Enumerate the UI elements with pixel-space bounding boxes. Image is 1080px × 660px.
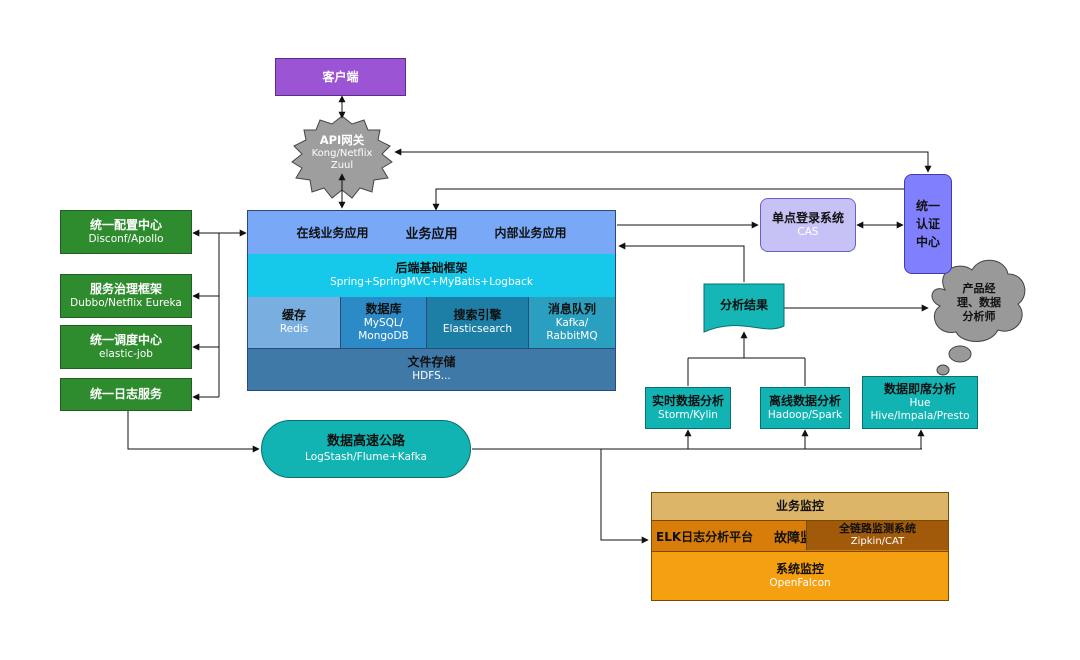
database-title: 数据库 — [365, 301, 402, 316]
analysis-result-label: 分析结果 — [719, 297, 768, 312]
business-monitoring[interactable]: 业务监控 — [652, 493, 948, 521]
business-app[interactable]: 业务应用 — [405, 227, 458, 242]
realtime-analysis-box[interactable]: 实时数据分析 Storm/Kylin — [645, 387, 731, 429]
data-highway-sub: LogStash/Flume+Kafka — [305, 450, 427, 463]
sso-box[interactable]: 单点登录系统 CAS — [760, 198, 856, 252]
config-center-sub: Disconf/Apollo — [88, 232, 164, 245]
search-engine-box[interactable]: 搜索引擎 Elasticsearch — [427, 297, 529, 348]
online-business-app[interactable]: 在线业务应用 — [296, 226, 369, 240]
adhoc-analysis-box[interactable]: 数据即席分析 Hue Hive/Impala/Presto — [862, 376, 978, 429]
adhoc-analysis-sub: Hue Hive/Impala/Presto — [870, 396, 970, 422]
service-governance-title: 服务治理框架 — [89, 281, 162, 296]
search-engine-title: 搜索引擎 — [453, 308, 502, 323]
data-highway-title: 数据高速公路 — [326, 434, 405, 450]
config-center-box[interactable]: 统一配置中心 Disconf/Apollo — [60, 210, 192, 254]
sso-sub: CAS — [797, 225, 819, 238]
system-monitoring[interactable]: 系统监控 OpenFalcon — [652, 552, 948, 600]
client-box[interactable]: 客户端 — [275, 58, 406, 96]
search-engine-sub: Elasticsearch — [442, 323, 513, 336]
backend-framework[interactable]: 后端基础框架 Spring+SpringMVC+MyBatis+Logback — [248, 254, 615, 297]
platform-stack: 在线业务应用 业务应用 内部业务应用 后端基础框架 Spring+SpringM… — [247, 210, 616, 391]
auth-center-label: 统一 认证 中心 — [915, 199, 940, 249]
analysis-result-shape — [703, 283, 785, 333]
log-service-title: 统一日志服务 — [89, 387, 162, 401]
offline-analysis-sub: Hadoop/Spark — [767, 408, 843, 421]
data-highway-box[interactable]: 数据高速公路 LogStash/Flume+Kafka — [261, 420, 471, 478]
file-storage-title: 文件存储 — [407, 355, 456, 370]
scheduler-center-sub: elastic-job — [99, 347, 153, 360]
offline-analysis-title: 离线数据分析 — [768, 393, 841, 408]
message-queue-sub: Kafka/ RabbitMQ — [546, 316, 598, 342]
elk-platform[interactable]: ELK日志分析平台 — [656, 530, 754, 544]
api-gateway-title: API网关 — [319, 133, 365, 148]
api-gateway-line2: Zuul — [330, 160, 354, 172]
scheduler-center-box[interactable]: 统一调度中心 elastic-job — [60, 325, 192, 369]
auth-center-box[interactable]: 统一 认证 中心 — [904, 174, 952, 274]
analyst-cloud: 产品经 理、数据 分析师 — [938, 272, 1020, 334]
database-sub: MySQL/ MongoDB — [358, 316, 409, 342]
fullchain-monitoring-title: 全链路监测系统 — [839, 522, 916, 536]
scheduler-center-title: 统一调度中心 — [89, 332, 162, 347]
monitoring-stack: 业务监控 ELK日志分析平台 故障监控 全链路监测系统 Zipkin/CAT 系… — [651, 492, 949, 601]
log-service-box[interactable]: 统一日志服务 — [60, 378, 192, 411]
database-box[interactable]: 数据库 MySQL/ MongoDB — [341, 297, 427, 348]
service-governance-sub: Dubbo/Netflix Eureka — [70, 296, 182, 309]
application-layer[interactable]: 在线业务应用 业务应用 内部业务应用 — [248, 211, 615, 254]
analyst-cloud-label: 产品经 理、数据 分析师 — [957, 282, 1001, 323]
fullchain-monitoring-sub: Zipkin/CAT — [850, 536, 905, 548]
offline-analysis-box[interactable]: 离线数据分析 Hadoop/Spark — [760, 387, 850, 429]
fault-monitoring-row[interactable]: ELK日志分析平台 故障监控 全链路监测系统 Zipkin/CAT — [652, 521, 948, 552]
fullchain-monitoring-box[interactable]: 全链路监测系统 Zipkin/CAT — [806, 521, 948, 550]
sso-title: 单点登录系统 — [771, 210, 844, 225]
config-center-title: 统一配置中心 — [89, 217, 162, 232]
service-governance-box[interactable]: 服务治理框架 Dubbo/Netflix Eureka — [60, 274, 192, 318]
api-gateway[interactable]: API网关 Kong/Netflix Zuul — [298, 126, 386, 180]
realtime-analysis-sub: Storm/Kylin — [658, 408, 718, 421]
file-storage-box[interactable]: 文件存储 HDFS... — [248, 348, 615, 390]
client-label: 客户端 — [322, 69, 359, 84]
analysis-result[interactable]: 分析结果 — [704, 286, 784, 324]
realtime-analysis-title: 实时数据分析 — [651, 393, 724, 408]
system-monitoring-title: 系统监控 — [775, 561, 824, 576]
system-monitoring-sub: OpenFalcon — [769, 576, 831, 589]
backend-framework-sub: Spring+SpringMVC+MyBatis+Logback — [330, 276, 533, 289]
api-gateway-line1: Kong/Netflix — [311, 147, 373, 159]
internal-business-app[interactable]: 内部业务应用 — [494, 226, 567, 240]
analyst-cloud-shape — [931, 259, 1026, 376]
backend-framework-title: 后端基础框架 — [395, 261, 468, 276]
file-storage-sub: HDFS... — [412, 370, 451, 383]
message-queue-title: 消息队列 — [547, 301, 596, 316]
cache-sub: Redis — [279, 323, 309, 336]
cache-box[interactable]: 缓存 Redis — [248, 297, 341, 348]
message-queue-box[interactable]: 消息队列 Kafka/ RabbitMQ — [529, 297, 615, 348]
cache-title: 缓存 — [281, 308, 306, 323]
business-monitoring-label: 业务监控 — [775, 499, 824, 513]
adhoc-analysis-title: 数据即席分析 — [883, 381, 956, 396]
